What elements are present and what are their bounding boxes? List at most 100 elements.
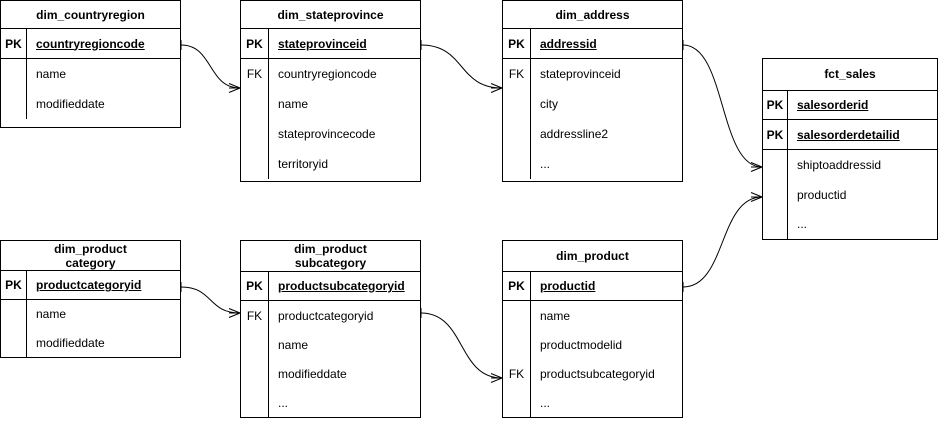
attribute-name: productcategoryid xyxy=(278,308,374,323)
attribute-row[interactable]: name xyxy=(1,59,180,89)
attribute-name: city xyxy=(540,97,558,111)
attribute-row[interactable]: FK countryregioncode xyxy=(241,59,420,89)
attribute-name: salesorderid xyxy=(797,97,869,112)
attribute-name: name xyxy=(36,307,67,322)
attribute-row[interactable]: ... xyxy=(503,388,682,417)
entity-filler xyxy=(241,179,420,181)
attribute-row[interactable]: productmodelid xyxy=(503,330,682,359)
key-column-blank xyxy=(241,359,269,388)
attribute-row[interactable]: name xyxy=(241,89,420,119)
attribute-name: name xyxy=(540,308,571,323)
key-column-blank xyxy=(1,328,27,357)
attribute-row[interactable]: ... xyxy=(763,209,937,239)
attribute-row[interactable]: modifieddate xyxy=(1,89,180,119)
foreign-key-marker: FK xyxy=(241,59,269,89)
entity-title-dim_product: dim_product xyxy=(503,241,682,272)
attribute-name: modifieddate xyxy=(278,366,347,381)
attribute-row[interactable]: PK countryregioncode xyxy=(1,29,180,59)
key-column-blank xyxy=(1,89,27,119)
attribute-row[interactable]: ... xyxy=(241,388,420,417)
attribute-name: stateprovinceid xyxy=(278,36,367,51)
attribute-name: territoryid xyxy=(278,157,329,171)
entity-filler xyxy=(1,119,180,127)
attribute-row[interactable]: modifieddate xyxy=(1,328,180,357)
attribute-row[interactable]: PK productsubcategoryid xyxy=(241,271,420,301)
attribute-row[interactable]: stateprovincecode xyxy=(241,119,420,149)
attribute-name: productmodelid xyxy=(540,337,623,352)
attribute-row[interactable]: territoryid xyxy=(241,149,420,179)
attribute-row[interactable]: addressline2 xyxy=(503,119,682,149)
relationship-countryregion-to-stateprovince xyxy=(180,40,241,93)
attribute-row[interactable]: productid xyxy=(763,179,937,210)
key-column-blank xyxy=(503,388,531,417)
key-column-blank xyxy=(763,179,788,210)
key-column-blank xyxy=(503,119,531,149)
relationship-productcategory-to-productsubcategory xyxy=(180,282,241,318)
attribute-row[interactable]: PK salesorderid xyxy=(763,90,937,121)
attribute-row[interactable]: FK productsubcategoryid xyxy=(503,359,682,388)
attribute-name: productid xyxy=(797,187,847,202)
foreign-key-marker: FK xyxy=(503,359,531,388)
attribute-row[interactable]: shiptoaddressid xyxy=(763,150,937,180)
key-column-blank xyxy=(763,150,788,180)
attribute-name: productsubcategoryid xyxy=(278,278,405,293)
attribute-name: countryregioncode xyxy=(278,67,377,81)
attribute-row[interactable]: city xyxy=(503,89,682,119)
attribute-name: stateprovincecode xyxy=(278,127,376,141)
key-column-blank xyxy=(503,330,531,359)
relationship-address-to-fctsales xyxy=(682,40,763,172)
entity-title-fct_sales: fct_sales xyxy=(763,59,937,91)
attribute-name: ... xyxy=(797,217,808,232)
primary-key-marker: PK xyxy=(1,29,27,58)
attribute-name: productid xyxy=(540,278,596,293)
attribute-name: name xyxy=(278,337,309,352)
attribute-row[interactable]: modifieddate xyxy=(241,359,420,388)
entity-title-dim_productcategory: dim_product category xyxy=(1,241,180,272)
entity-title-dim_countryregion: dim_countryregion xyxy=(1,1,180,29)
attribute-name: modifieddate xyxy=(36,335,105,350)
attribute-name: salesorderdetailid xyxy=(797,127,900,142)
primary-key-marker: PK xyxy=(1,271,27,299)
foreign-key-marker: FK xyxy=(241,301,269,330)
primary-key-marker: PK xyxy=(763,90,788,120)
attribute-row[interactable]: PK addressid xyxy=(503,29,682,59)
primary-key-marker: PK xyxy=(241,271,269,300)
attribute-name: ... xyxy=(540,157,551,171)
primary-key-marker: PK xyxy=(241,29,269,58)
attribute-name: modifieddate xyxy=(36,97,105,111)
attribute-row[interactable]: name xyxy=(503,301,682,330)
attribute-row[interactable]: PK stateprovinceid xyxy=(241,29,420,59)
key-column-blank xyxy=(503,89,531,119)
key-column-blank xyxy=(1,59,27,89)
key-column-blank xyxy=(503,301,531,330)
key-column-blank xyxy=(241,330,269,359)
attribute-name: addressid xyxy=(540,36,597,51)
attribute-name: name xyxy=(36,67,67,81)
attribute-row[interactable]: PK salesorderdetailid xyxy=(763,120,937,150)
attribute-row[interactable]: ... xyxy=(503,149,682,179)
attribute-row[interactable]: FK productcategoryid xyxy=(241,301,420,330)
primary-key-marker: PK xyxy=(763,120,788,149)
attribute-name: productsubcategoryid xyxy=(540,366,655,381)
attribute-row[interactable]: name xyxy=(241,330,420,359)
primary-key-marker: PK xyxy=(503,29,531,58)
entity-title-dim_stateprovince: dim_stateprovince xyxy=(241,1,420,29)
attribute-row[interactable]: name xyxy=(1,300,180,329)
key-column-blank xyxy=(241,119,269,149)
key-column-blank xyxy=(1,300,27,329)
attribute-name: name xyxy=(278,97,309,111)
attribute-name: countryregioncode xyxy=(36,36,145,51)
attribute-name: ... xyxy=(278,395,289,410)
attribute-name: stateprovinceid xyxy=(540,67,621,81)
